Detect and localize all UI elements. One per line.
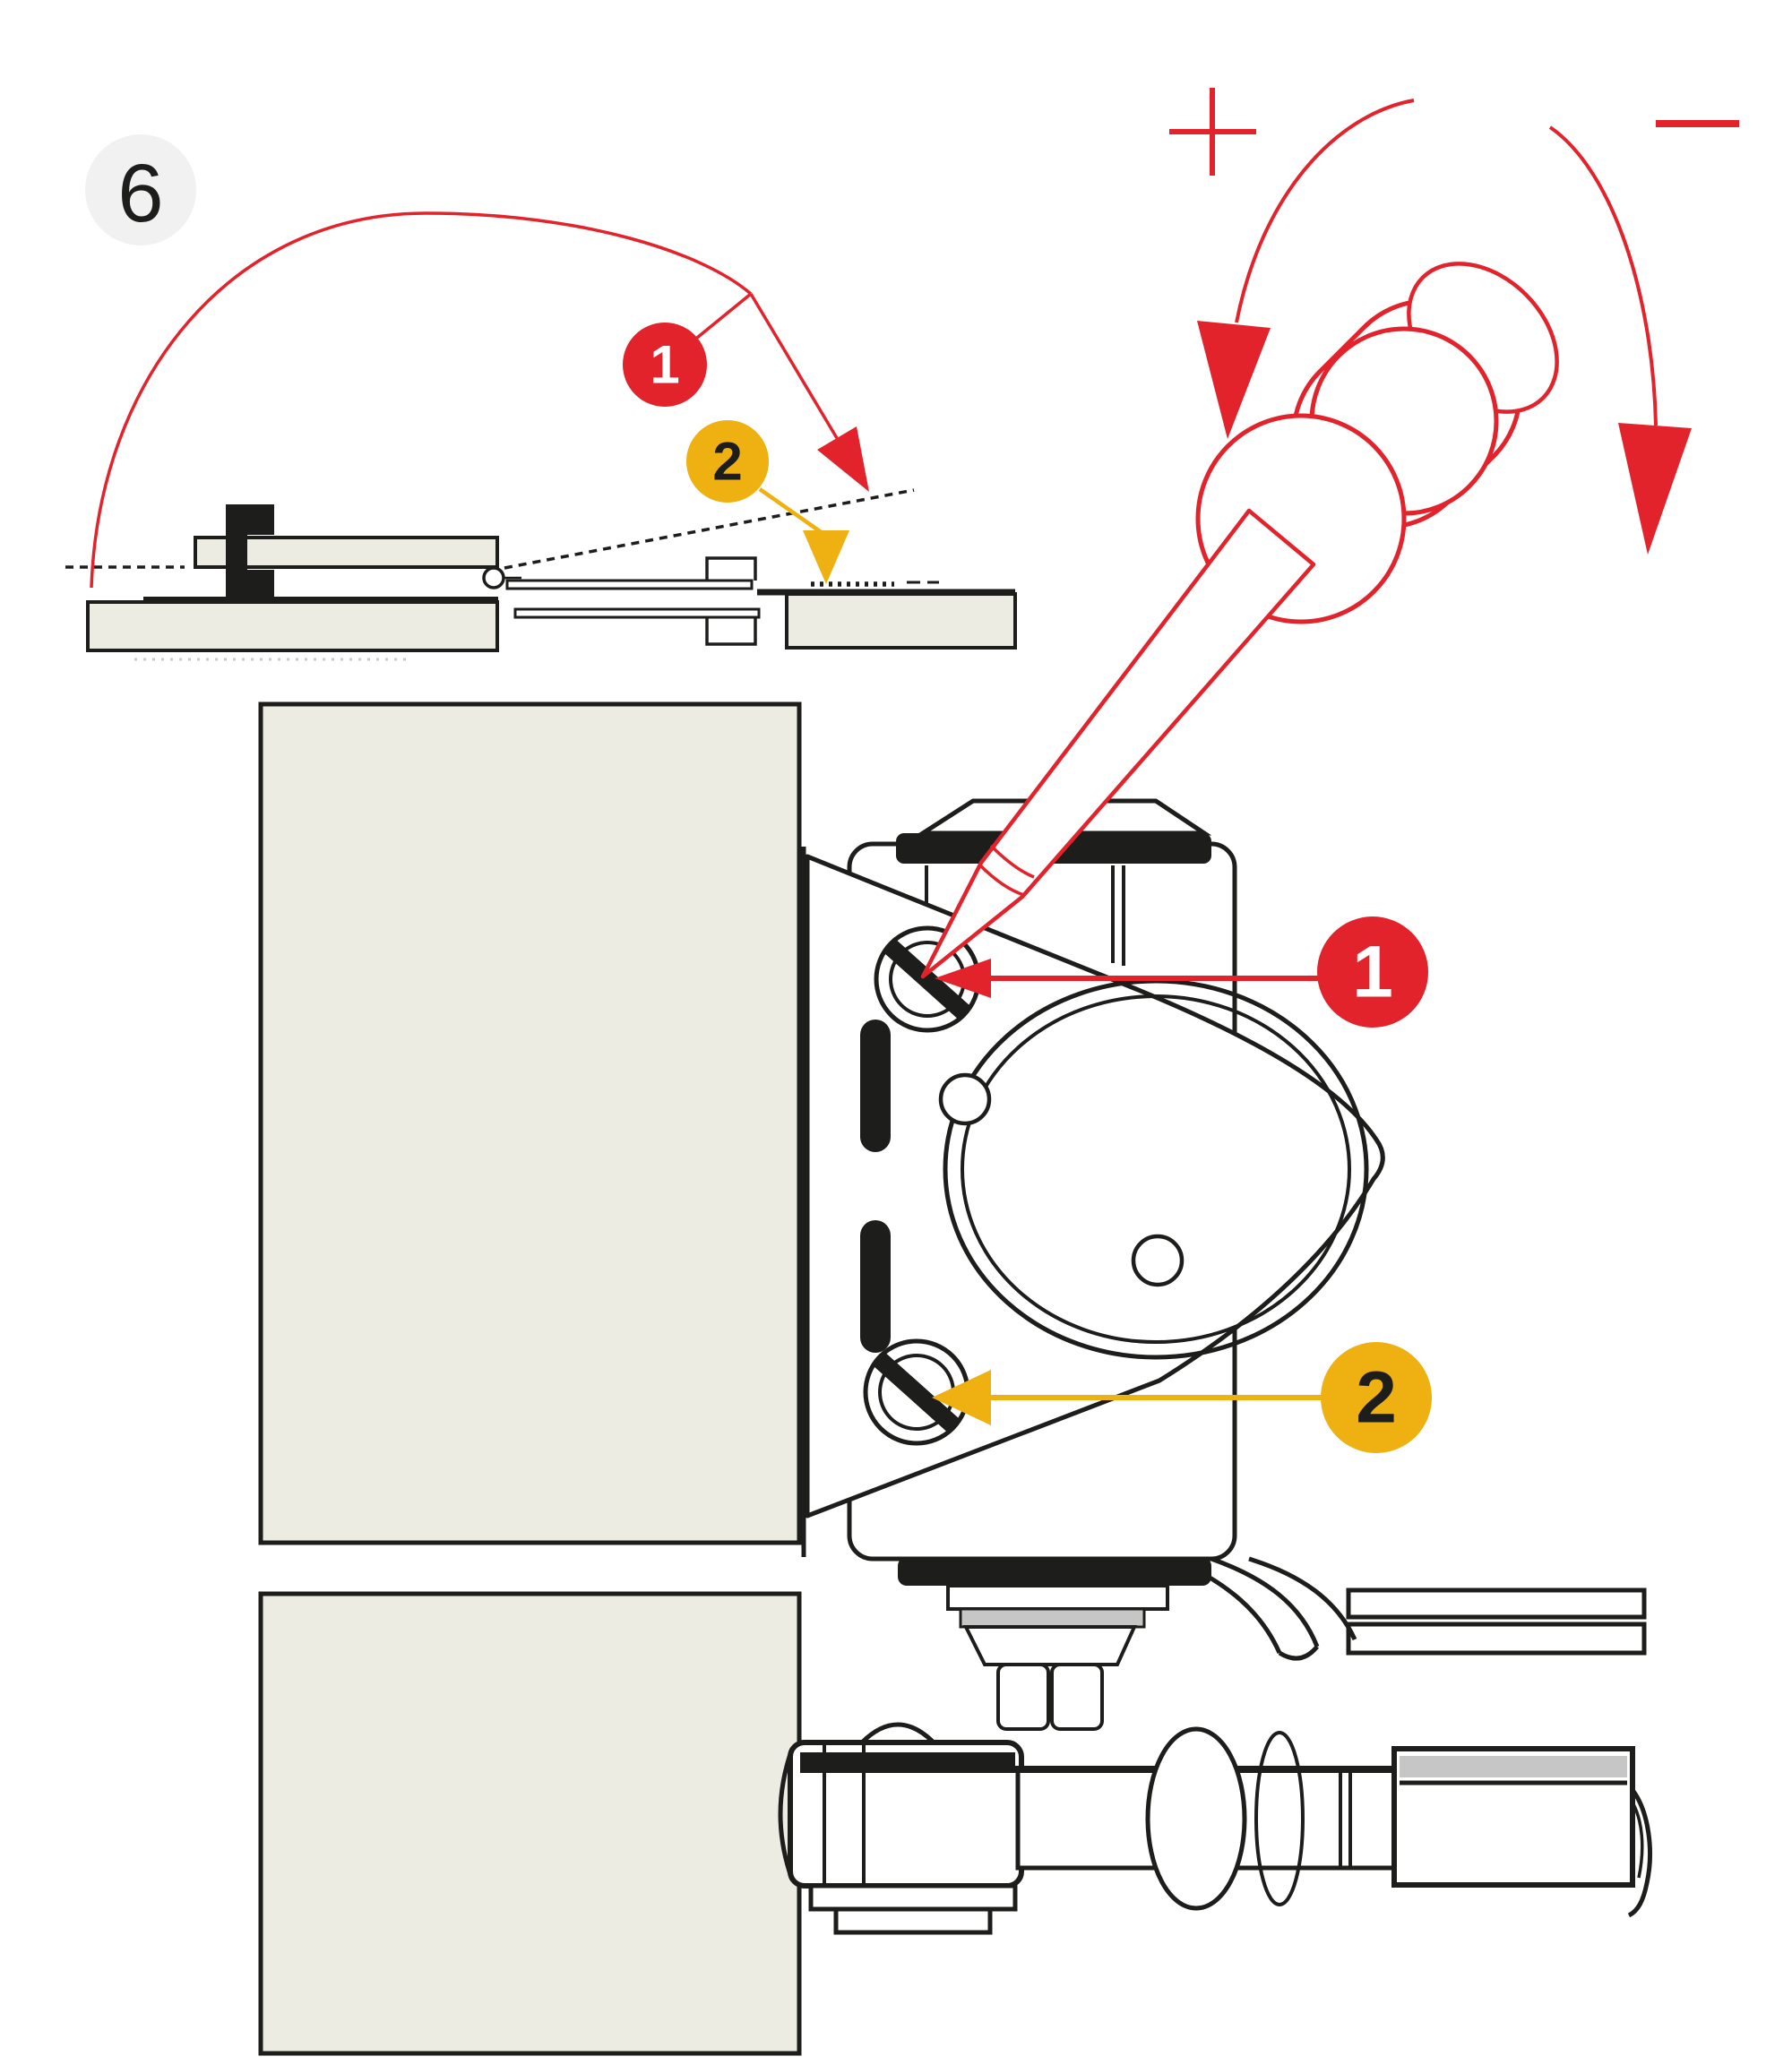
housing-base-bar: [898, 1557, 1211, 1586]
cam-hole-upper: [938, 1072, 992, 1126]
callout-1-side-label: 1: [650, 335, 679, 395]
screw-1-slot: [883, 938, 972, 1021]
rotate-cw-arrowhead: [1618, 423, 1692, 555]
step-badge-number: 6: [117, 148, 163, 239]
callout-1-front: 1: [1317, 916, 1428, 1028]
step-badge: 6: [85, 134, 196, 245]
frame-panel-bar: [86, 600, 499, 652]
rail-channel-hook: [1627, 1788, 1652, 1918]
rotate-ccw-arc: [1235, 99, 1415, 323]
hinge-pivot: [482, 566, 505, 589]
wall-rail-lower: [1346, 1622, 1647, 1656]
screwdriver-shaft: [920, 508, 1316, 979]
support-arm-and-rails: [1172, 1556, 1647, 1661]
callout-1-front-circle: [1317, 916, 1428, 1028]
rotate-cw-arc: [1548, 125, 1658, 426]
cam-disc-inner: [961, 994, 1351, 1344]
housing-dome: [860, 1722, 935, 1744]
screwdriver-blade-bevel-a: [978, 863, 1025, 897]
callout-2-side: 2: [686, 420, 769, 503]
slide-rail-upper: [505, 579, 754, 590]
open-position-dashed-line: [504, 488, 915, 570]
screwdriver-diagram: [920, 88, 1739, 979]
rail-channel-hook-inner: [1631, 1802, 1644, 1879]
piston-ring: [1254, 1731, 1305, 1906]
base-nut-left: [996, 1663, 1050, 1731]
callout-2-front-circle: [1321, 1342, 1432, 1453]
piston-cylinder: [1145, 1726, 1247, 1911]
swing-arc-arrow-line: [749, 293, 839, 439]
mounting-tab-upper: [860, 1020, 891, 1152]
side-view-diagram: 1 2: [65, 211, 1017, 661]
slide-rail-lower: [513, 607, 761, 619]
step-badge-circle: [85, 134, 196, 245]
callout-2-front: 2: [1321, 1342, 1432, 1453]
callout-2-side-label: 2: [712, 432, 742, 492]
screwdriver: [920, 262, 1559, 979]
rail-step-bracket-lower: [705, 618, 757, 646]
screwdriver-blade-bevel-b: [989, 844, 1035, 879]
base-gray-strip: [959, 1607, 1146, 1629]
screw-2-slot: [872, 1351, 961, 1434]
flap-cross-section: [65, 488, 1017, 661]
swing-arc-arrowhead: [817, 426, 869, 492]
base-bracket: [946, 1584, 1169, 1611]
housing-left-wrap: [778, 1748, 795, 1880]
front-view-callouts: 1 2: [932, 916, 1432, 1453]
callout-2-side-circle: [686, 420, 769, 503]
rail-step-bracket-upper: [705, 556, 757, 581]
mounting-tab-lower: [860, 1220, 891, 1353]
bottom-bracket-assembly: [898, 1557, 1211, 1731]
plus-icon: [1169, 88, 1256, 176]
base-nut-right: [1050, 1663, 1104, 1731]
cabinet-panels: [258, 701, 802, 2056]
lower-cabinet-panel: [258, 1591, 802, 2056]
front-view-diagram: [801, 798, 1647, 1731]
mounting-clip: [226, 504, 274, 598]
rail-channel-strip: [1400, 1756, 1627, 1777]
adjustment-screw-2: [863, 1338, 970, 1446]
base-trapezoid: [962, 1625, 1138, 1666]
wall-rail-upper: [1346, 1587, 1647, 1620]
support-arm-curve-b: [1210, 1556, 1320, 1648]
callout-1-side: 1: [623, 323, 707, 407]
support-arm-end-cap: [1278, 1645, 1319, 1661]
housing-tab-1: [808, 1883, 1018, 1912]
callout-2-side-arrowhead: [803, 530, 849, 584]
callout-2-front-label: 2: [1356, 1357, 1397, 1439]
flap-swing-arc: [90, 211, 753, 589]
housing-top-strip: [800, 1752, 1015, 1768]
housing-tab-2: [833, 1906, 993, 1935]
callout-1-front-arrowhead: [935, 959, 991, 998]
callout-1-side-leader: [695, 292, 753, 340]
cam-hole-lower: [1131, 1234, 1185, 1287]
callout-2-front-arrowhead: [932, 1370, 991, 1425]
rotate-ccw-arrowhead: [1197, 321, 1271, 439]
support-arm-curve-c: [1248, 1556, 1357, 1641]
callout-1-front-label: 1: [1352, 932, 1393, 1013]
support-arm-curve-a: [1172, 1556, 1282, 1655]
callout-1-side-circle: [623, 323, 707, 407]
upper-cabinet-panel: [258, 701, 802, 1545]
top-view-diagram: [778, 1722, 1652, 1935]
callout-2-side-leader: [758, 487, 828, 538]
shelf-panel-bar: [785, 592, 1017, 650]
